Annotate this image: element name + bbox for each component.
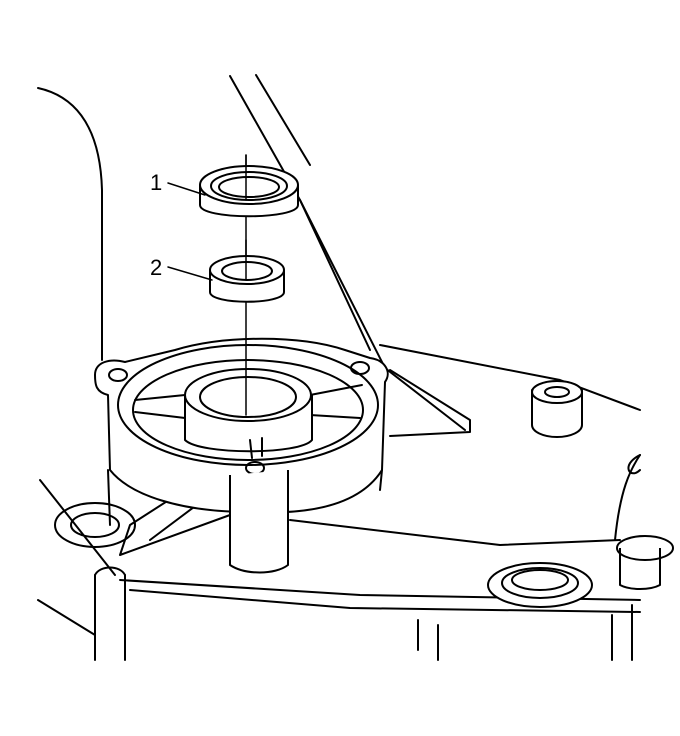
case-lower-edge: [129, 589, 641, 613]
leader-line-1: [167, 182, 206, 196]
flange-housing: [94, 337, 389, 574]
case-right-edge: [614, 454, 641, 541]
case-lower-rim-inner: [289, 519, 621, 546]
flange-bore-inner: [132, 359, 364, 461]
callout-label-1: 1: [150, 170, 163, 195]
left-frame: [37, 479, 126, 661]
bore-inner: [199, 376, 297, 418]
housing-left-edge: [37, 87, 103, 361]
callout-label-2: 2: [150, 255, 163, 280]
right-cylinder: [616, 535, 674, 590]
part-1-seal: [199, 165, 299, 218]
right-curve: [627, 454, 641, 475]
part-2-bushing: [209, 255, 285, 303]
bolt-hole: [108, 368, 128, 382]
right-boss: [531, 380, 583, 438]
case-upper-rim: [379, 344, 641, 411]
case-inner-rim: [389, 369, 471, 437]
leader-line-2: [167, 266, 213, 281]
lower-boss: [487, 562, 593, 608]
housing-diagonal-edge-inner: [255, 74, 311, 166]
bolt-hole: [350, 361, 370, 375]
left-boss: [54, 502, 136, 548]
left-frame-curve: [94, 566, 126, 576]
